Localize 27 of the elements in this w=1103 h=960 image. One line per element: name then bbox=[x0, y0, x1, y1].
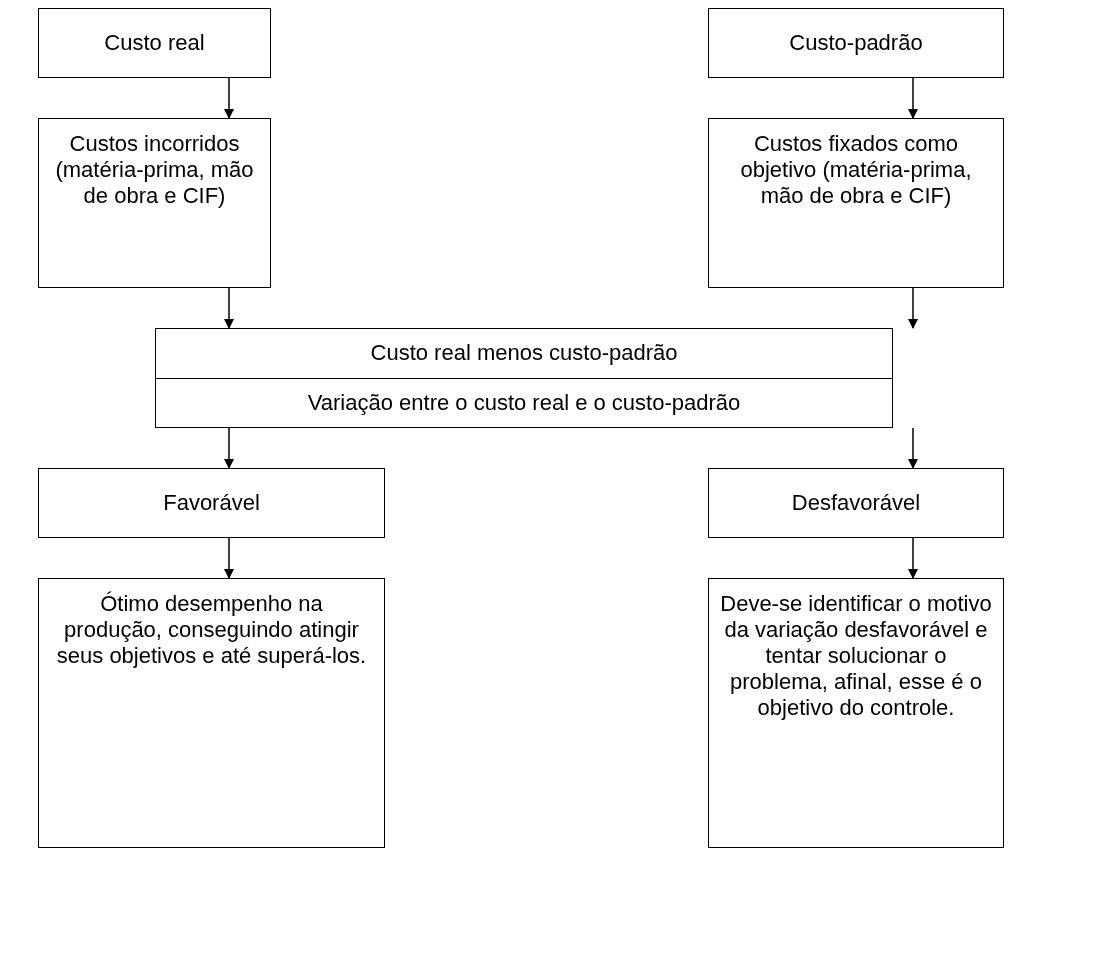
arrow bbox=[908, 537, 918, 579]
box-text: Favorável bbox=[162, 490, 261, 516]
arrow bbox=[224, 77, 234, 119]
process-box bbox=[38, 118, 271, 288]
arrow bbox=[224, 427, 234, 469]
box-text: Variação entre o custo real e o custo-padrão bbox=[307, 389, 741, 416]
arrow bbox=[908, 427, 918, 469]
box-text: Custo-padrão bbox=[788, 30, 924, 56]
box-text: Custos fixados como objetivo (matéria-prima, mão de obra e CIF) bbox=[739, 131, 973, 209]
arrow bbox=[224, 287, 234, 329]
process-box bbox=[155, 328, 893, 428]
arrow bbox=[908, 77, 918, 119]
process-box bbox=[708, 118, 1004, 288]
process-box bbox=[708, 468, 1004, 538]
box-text: Custo real menos custo-padrão bbox=[370, 340, 678, 367]
box-text: Deve-se identificar o motivo da variação desfavorável e tentar solucionar o problema, afinal, esse é o objetivo do controle. bbox=[719, 591, 993, 721]
process-box bbox=[38, 8, 271, 78]
arrow bbox=[908, 287, 918, 329]
process-box bbox=[708, 578, 1004, 848]
process-box bbox=[38, 468, 385, 538]
box-text: Ótimo desempenho na produção, conseguindo atingir seus objetivos e até superá-los. bbox=[55, 591, 368, 669]
box-text: Custos incorridos (matéria-prima, mão de obra e CIF) bbox=[54, 131, 255, 209]
process-box bbox=[708, 8, 1004, 78]
process-box bbox=[38, 578, 385, 848]
box-text: Desfavorável bbox=[790, 490, 922, 516]
arrow bbox=[224, 537, 234, 579]
box-text: Custo real bbox=[103, 30, 206, 56]
